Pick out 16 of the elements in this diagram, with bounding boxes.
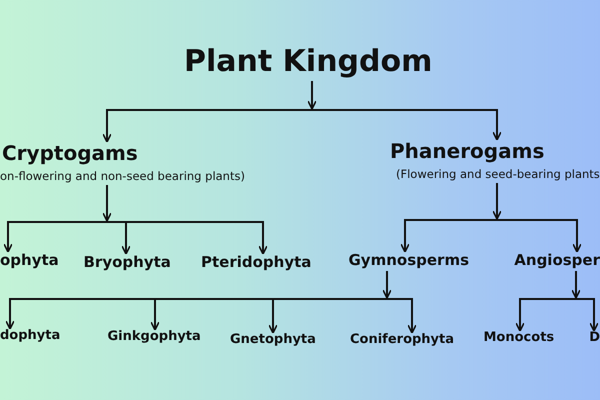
category-label: Gymnosperms <box>348 251 469 269</box>
category-label: Angiosper <box>514 251 600 269</box>
category-label: Plant Kingdom <box>184 44 432 79</box>
description-text: (Flowering and seed-bearing plants <box>396 167 600 181</box>
category-label: Monocots <box>484 330 554 345</box>
category-label: Ginkgophyta <box>108 329 201 344</box>
description-text: on-flowering and non-seed bearing plants) <box>0 169 245 183</box>
category-label: D <box>589 330 600 345</box>
category-label: dophyta <box>0 328 60 343</box>
category-label: Pteridophyta <box>201 253 312 271</box>
category-label: Phanerogams <box>390 139 544 163</box>
category-label: ophyta <box>0 251 59 269</box>
category-label: Bryophyta <box>84 253 171 271</box>
category-label: Coniferophyta <box>350 332 454 347</box>
category-label: Gnetophyta <box>230 332 316 347</box>
category-label: Cryptogams <box>2 141 138 165</box>
